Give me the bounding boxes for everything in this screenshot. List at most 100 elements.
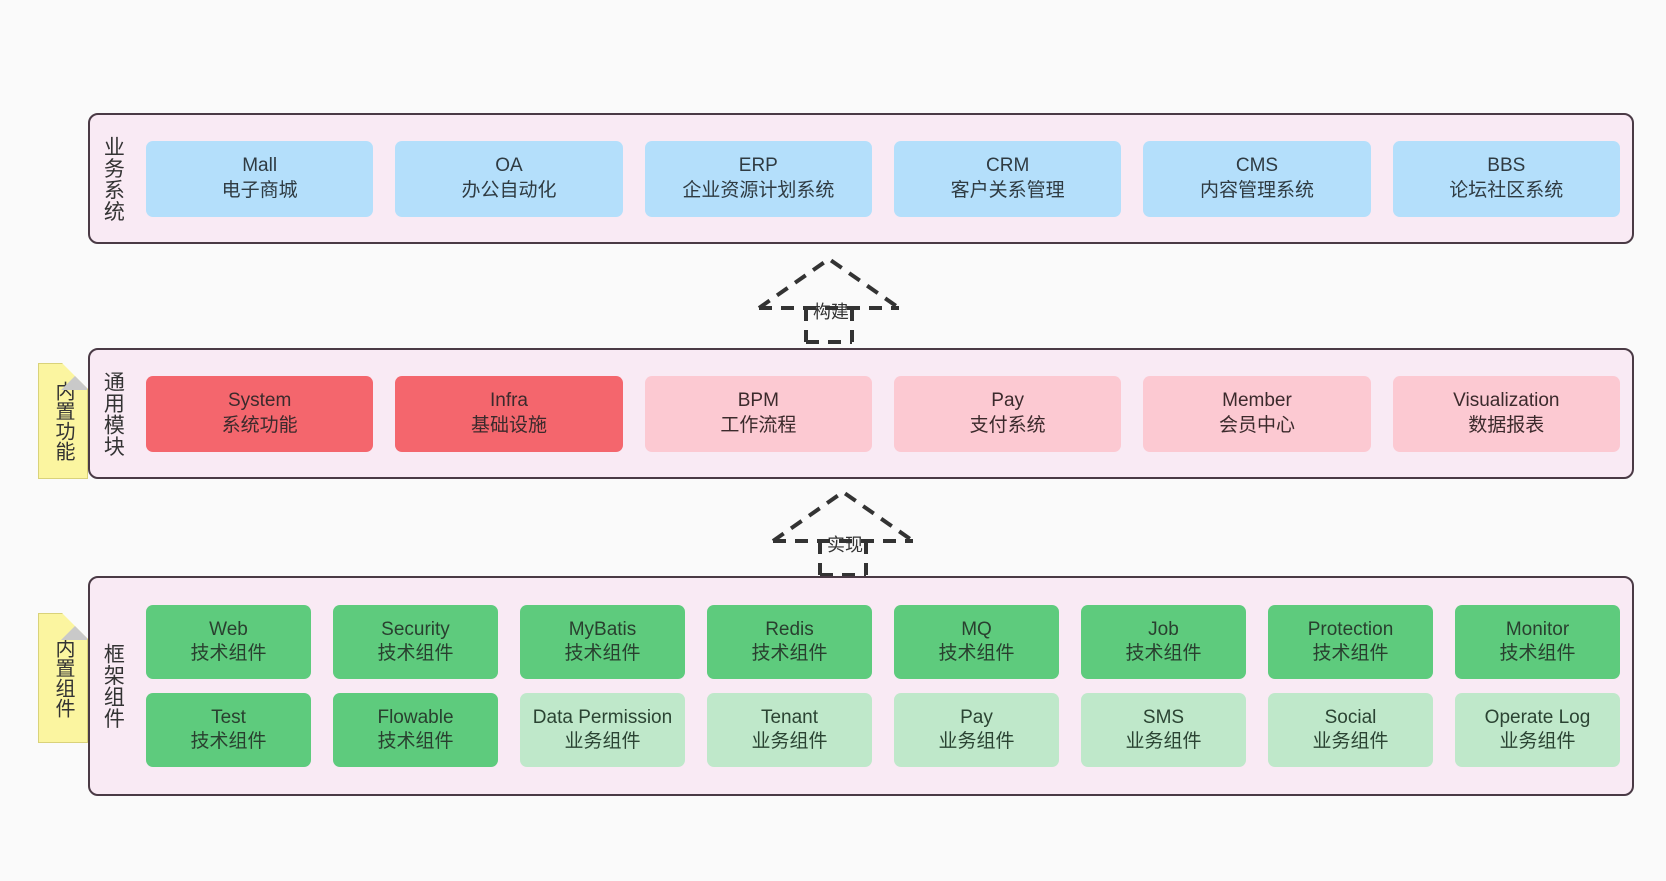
card-desc: 企业资源计划系统	[682, 179, 835, 201]
card-desc: 技术组件	[938, 643, 1015, 664]
arrow-build: 构建	[756, 256, 902, 344]
card-desc: 技术组件	[190, 731, 267, 752]
card-name: Member	[1222, 390, 1292, 412]
note-builtin-features-label: 内置功能	[52, 381, 74, 461]
arrow-build-label: 构建	[813, 302, 849, 322]
framework-card-pay[interactable]: Pay 业务组件	[894, 693, 1059, 767]
card-name: Test	[211, 706, 246, 728]
framework-card-test[interactable]: Test 技术组件	[146, 693, 311, 767]
card-desc: 电子商城	[221, 179, 298, 201]
card-name: Social	[1324, 706, 1377, 728]
card-desc: 客户关系管理	[950, 179, 1065, 201]
layer-common-title: 通用模块	[101, 370, 125, 457]
framework-card-tenant[interactable]: Tenant 业务组件	[707, 693, 872, 767]
note-builtin-components: 内置组件	[38, 613, 88, 743]
layer-framework-title: 框架组件	[101, 643, 125, 729]
framework-card-operate-log[interactable]: Operate Log 业务组件	[1455, 693, 1620, 767]
framework-card-protection[interactable]: Protection 技术组件	[1268, 605, 1433, 679]
framework-card-data-permission[interactable]: Data Permission 业务组件	[520, 693, 685, 767]
card-name: OA	[495, 155, 523, 177]
card-desc: 技术组件	[564, 643, 641, 664]
card-desc: 技术组件	[1312, 643, 1389, 664]
card-name: System	[227, 390, 292, 412]
card-desc: 系统功能	[221, 414, 298, 436]
card-desc: 技术组件	[751, 643, 828, 664]
card-name: MyBatis	[568, 618, 637, 640]
card-name: Flowable	[377, 706, 454, 728]
card-desc: 办公自动化	[461, 179, 557, 201]
framework-card-social[interactable]: Social 业务组件	[1268, 693, 1433, 767]
card-name: ERP	[738, 155, 778, 177]
note-builtin-features: 内置功能	[38, 363, 88, 479]
card-desc: 支付系统	[969, 414, 1046, 436]
layer-business-title: 业务系统	[101, 135, 125, 222]
card-name: CMS	[1235, 155, 1279, 177]
card-name: Mall	[242, 155, 278, 177]
card-name: BBS	[1487, 155, 1526, 177]
card-name: Operate Log	[1484, 706, 1591, 728]
card-desc: 会员中心	[1218, 414, 1295, 436]
arrow-implement: 实现	[770, 489, 916, 577]
card-desc: 业务组件	[1125, 731, 1202, 752]
card-desc: 业务组件	[564, 731, 641, 752]
card-name: Security	[381, 618, 450, 640]
framework-card-redis[interactable]: Redis 技术组件	[707, 605, 872, 679]
card-name: Visualization	[1453, 390, 1560, 412]
framework-card-flowable[interactable]: Flowable 技术组件	[333, 693, 498, 767]
card-desc: 基础设施	[470, 414, 547, 436]
card-name: Web	[209, 618, 248, 640]
card-name: Monitor	[1505, 618, 1570, 640]
framework-card-job[interactable]: Job 技术组件	[1081, 605, 1246, 679]
card-desc: 工作流程	[720, 414, 797, 436]
arrow-implement-label: 实现	[827, 535, 863, 555]
card-desc: 技术组件	[1125, 643, 1202, 664]
card-name: Tenant	[760, 706, 819, 728]
card-name: Protection	[1307, 618, 1394, 640]
framework-card-sms[interactable]: SMS 业务组件	[1081, 693, 1246, 767]
card-name: MQ	[961, 618, 992, 640]
card-desc: 论坛社区系统	[1449, 179, 1564, 201]
card-desc: 业务组件	[751, 731, 828, 752]
card-name: Redis	[765, 618, 814, 640]
card-name: CRM	[986, 155, 1030, 177]
framework-card-mq[interactable]: MQ 技术组件	[894, 605, 1059, 679]
framework-card-web[interactable]: Web 技术组件	[146, 605, 311, 679]
framework-card-mybatis[interactable]: MyBatis 技术组件	[520, 605, 685, 679]
card-name: Job	[1148, 618, 1179, 640]
card-name: Data Permission	[532, 706, 673, 728]
card-desc: 技术组件	[377, 731, 454, 752]
card-desc: 业务组件	[1499, 731, 1576, 752]
card-desc: 数据报表	[1468, 414, 1545, 436]
card-name: BPM	[737, 390, 779, 412]
card-desc: 技术组件	[190, 643, 267, 664]
card-name: SMS	[1142, 706, 1185, 728]
card-name: Pay	[960, 706, 993, 728]
framework-card-monitor[interactable]: Monitor 技术组件	[1455, 605, 1620, 679]
card-desc: 内容管理系统	[1199, 179, 1314, 201]
card-desc: 业务组件	[1312, 731, 1389, 752]
card-desc: 技术组件	[1499, 643, 1576, 664]
card-desc: 业务组件	[938, 731, 1015, 752]
card-name: Pay	[991, 390, 1025, 412]
